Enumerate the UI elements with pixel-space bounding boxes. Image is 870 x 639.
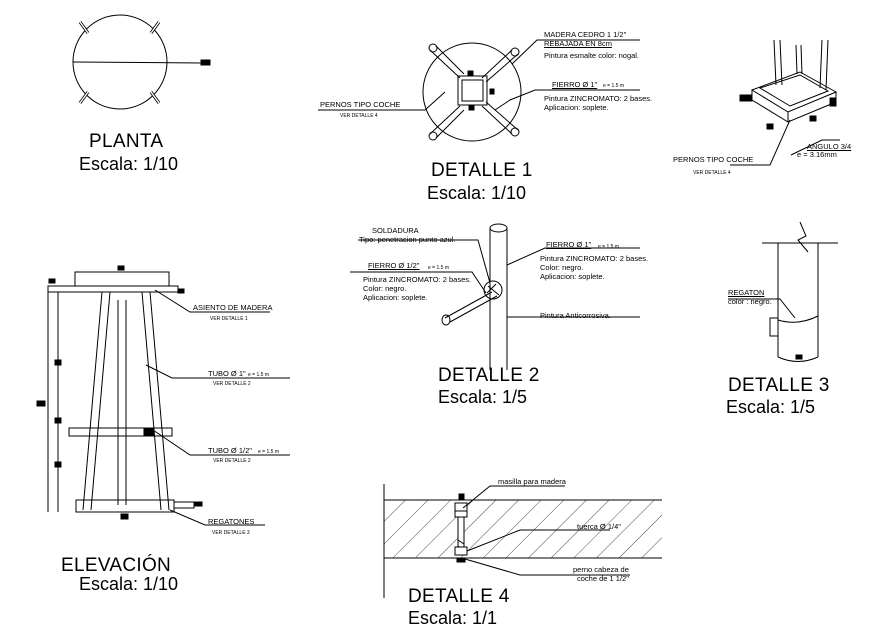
iso-pernos-ref: VER DETALLE 4 (693, 170, 731, 176)
planta-plan-view (73, 15, 210, 109)
detalle-1-pernos-label: PERNOS TIPO COCHE (320, 100, 401, 109)
iso-frame-detail (730, 40, 840, 165)
elevacion-tubo1-label: TUBO Ø 1" (208, 369, 246, 378)
detalle-2-left-zincromato: Pintura ZINCROMATO: 2 bases. (363, 275, 472, 284)
detalle-3-scale: Escala: 1/5 (726, 397, 816, 417)
detalle-4-masilla-label: masilla para madera (498, 477, 566, 486)
detalle-2-right-zincromato: Pintura ZINCROMATO: 2 bases. (540, 254, 649, 263)
detalle-1-drawing (318, 40, 640, 141)
detalle-3-title: DETALLE 3 (728, 375, 830, 396)
elevacion-tubo2-ref: VER DETALLE 2 (213, 458, 251, 464)
detalle-1-pernos-ref: VER DETALLE 4 (340, 113, 378, 119)
detalle-2-left-aplicacion: Aplicacion: soplete. (363, 293, 428, 302)
detalle-1-fierro-e: e = 1.5 m (603, 83, 624, 89)
detalle-2-fierro-half-label: FIERRO Ø 1/2" (368, 261, 420, 270)
detalle-2-fierro-half-e: e = 1.5 m (428, 265, 449, 271)
detalle-4-perno-line1: perno cabeza de (573, 565, 629, 574)
elevacion-scale: Escala: 1/10 (79, 574, 179, 594)
elevacion-title: ELEVACIÓN (61, 555, 172, 576)
detalle-2-soldadura-tipo: Tipo: penetracion punto azul. (359, 235, 456, 244)
elevacion-tubo1-ref: VER DETALLE 2 (213, 381, 251, 387)
detalle-2-right-color: Color: negro. (540, 263, 584, 272)
planta-scale: Escala: 1/10 (79, 154, 179, 174)
iso-angulo-e: e = 3.16mm (797, 150, 837, 159)
iso-angulo-label: ANGULO 3/4 (807, 142, 852, 151)
elevacion-tubo1-e: e = 1.5 m (248, 372, 269, 378)
detalle-4-tuerca-label: tuerca Ø 1/4" (577, 522, 621, 531)
detalle-1-title: DETALLE 1 (431, 160, 533, 181)
detalle-2-fierro-one-label: FIERRO Ø 1" (546, 240, 592, 249)
iso-pernos-label: PERNOS TIPO COCHE (673, 155, 754, 164)
detalle-2-fierro-one-e: e = 1.5 m (598, 244, 619, 250)
detalle-2-soldadura-label: SOLDADURA (372, 226, 419, 235)
detalle-2-drawing (350, 223, 640, 370)
detalle-2-scale: Escala: 1/5 (438, 387, 528, 407)
detalle-2-anticorrosiva: Pintura Anticorrosiva. (540, 311, 611, 320)
elevacion-drawing (37, 266, 290, 525)
detalle-3-drawing (728, 222, 838, 362)
detalle-4-perno-line2: coche de 1 1/2" (577, 574, 629, 583)
detalle-2-title: DETALLE 2 (438, 365, 540, 386)
detalle-1-rebajada-note: REBAJADA EN 8cm (544, 39, 612, 48)
elevacion-regatones-label: REGATONES (208, 517, 255, 526)
detalle-2-right-aplicacion: Aplicacion: soplete. (540, 272, 605, 281)
detalle-2-left-color: Color: negro. (363, 284, 407, 293)
detalle-1-fierro-label: FIERRO Ø 1" (552, 80, 598, 89)
detalle-1-pintura-esmalte: Pintura esmalte color: nogal. (544, 51, 640, 60)
detalle-3-regaton-color: color : negro. (728, 297, 772, 306)
elevacion-asiento-ref: VER DETALLE 1 (210, 316, 248, 322)
detalle-4-title: DETALLE 4 (408, 586, 510, 607)
detalle-4-drawing (384, 484, 662, 598)
elevacion-tubo2-label: TUBO Ø 1/2" (208, 446, 252, 455)
planta-title: PLANTA (89, 131, 164, 152)
detalle-1-madera-note: MADERA CEDRO 1 1/2" (544, 30, 627, 39)
detalle-3-regaton-label: REGATON (728, 288, 765, 297)
detalle-1-scale: Escala: 1/10 (427, 183, 527, 203)
elevacion-tubo2-e: e = 1.5 m (258, 449, 279, 455)
elevacion-regatones-ref: VER DETALLE 3 (212, 530, 250, 536)
detalle-1-zincromato: Pintura ZINCROMATO: 2 bases. (544, 94, 653, 103)
elevacion-asiento-label: ASIENTO DE MADERA (193, 303, 273, 312)
detalle-4-scale: Escala: 1/1 (408, 608, 498, 628)
detalle-1-aplicacion: Aplicacion: soplete. (544, 103, 609, 112)
